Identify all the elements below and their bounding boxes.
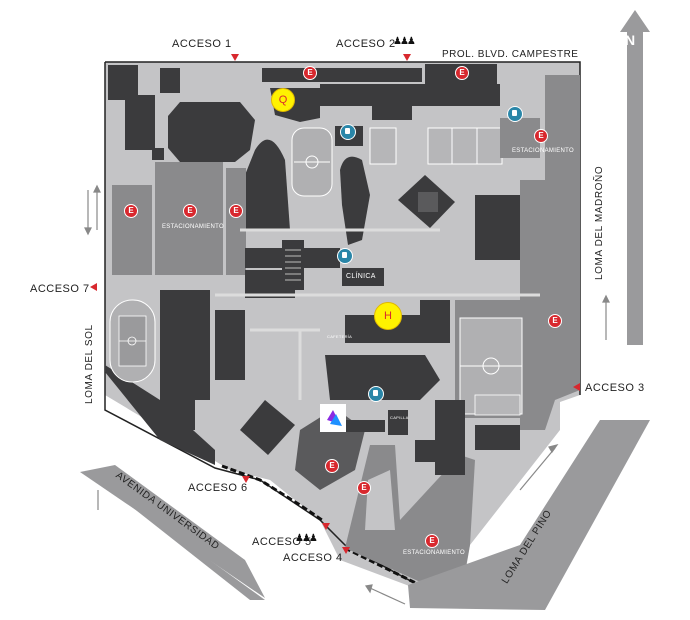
building-nw-curve xyxy=(245,139,290,230)
acceso-5-label: ACCESO 5 xyxy=(252,536,312,548)
building-top-3 xyxy=(320,84,500,106)
parking-left-2 xyxy=(155,162,223,275)
parking-e-icon[interactable]: E xyxy=(229,204,243,218)
parking-left-1 xyxy=(112,185,152,275)
parking-e-icon[interactable]: E xyxy=(534,129,548,143)
acceso-2-label: ACCESO 2 xyxy=(336,38,396,50)
loma-del-sol-label: LOMA DEL SOL xyxy=(84,324,95,404)
access-pin-icon xyxy=(231,54,239,61)
building-south-5 xyxy=(345,420,385,432)
parking-bottom-island xyxy=(365,470,395,530)
access-pin-icon xyxy=(342,547,350,554)
parking-left-3 xyxy=(226,168,246,275)
building-east-1 xyxy=(475,195,520,260)
building-south-4 xyxy=(475,425,520,450)
prol-blvd-campestre-label: PROL. BLVD. CAMPESTRE xyxy=(442,49,579,60)
building-west-1 xyxy=(160,290,210,400)
parking-e-icon[interactable]: E xyxy=(124,204,138,218)
acceso-4-label: ACCESO 4 xyxy=(283,552,343,564)
campus-perimeter-fence-2 xyxy=(344,546,461,607)
access-pin-icon xyxy=(403,54,411,61)
building-south-2 xyxy=(435,400,465,475)
access-pin-icon xyxy=(322,523,330,530)
acceso-7-label: ACCESO 7 xyxy=(30,283,90,295)
building-ne-1 xyxy=(500,118,540,158)
building-clinica xyxy=(342,268,384,286)
building-nw-1 xyxy=(108,65,138,100)
restroom-icon[interactable] xyxy=(507,106,523,122)
estacionamiento-left-label: ESTACIONAMIENTO xyxy=(162,224,224,230)
acceso-6-label: ACCESO 6 xyxy=(188,482,248,494)
north-arrow-icon: N xyxy=(625,32,636,48)
restroom-icon[interactable] xyxy=(340,124,356,140)
building-south-1 xyxy=(325,355,440,400)
parking-e-icon[interactable]: E xyxy=(325,459,339,473)
parking-right xyxy=(520,75,580,430)
building-nw-2 xyxy=(125,95,155,150)
access-pin-icon xyxy=(242,476,250,483)
acceso-3-label: ACCESO 3 xyxy=(585,382,645,394)
building-south-3 xyxy=(415,440,455,462)
courts-north xyxy=(369,127,503,165)
road-arrow-southeast xyxy=(408,420,650,610)
parking-e-icon[interactable]: E xyxy=(357,481,371,495)
courts-south xyxy=(474,394,521,416)
building-south-diamond xyxy=(240,400,295,455)
building-west-3 xyxy=(160,390,195,430)
building-south-6 xyxy=(388,410,408,435)
building-h-2 xyxy=(420,300,450,325)
building-small-1 xyxy=(152,148,164,160)
road-arrow-east xyxy=(620,10,650,345)
pathways xyxy=(215,228,540,400)
building-tag-1: CAFETERÍA xyxy=(327,334,353,339)
estacionamiento-bottom-label: ESTACIONAMIENTO xyxy=(403,550,465,556)
parking-e-icon[interactable]: E xyxy=(303,66,317,80)
restroom-icon[interactable] xyxy=(368,386,384,402)
marker-h[interactable]: H xyxy=(374,302,402,330)
building-west-2 xyxy=(215,310,245,380)
restroom-icon: ♟♟♟ xyxy=(295,533,318,544)
loma-del-madrono-label: LOMA DEL MADROÑO xyxy=(594,165,605,280)
building-central-curve xyxy=(340,156,370,245)
access-pin-icon xyxy=(90,283,97,291)
estacionamiento-right-label: ESTACIONAMIENTO xyxy=(512,148,574,154)
building-top-1 xyxy=(262,68,422,82)
building-tag-2: CAPILLA xyxy=(390,415,409,420)
campus-perimeter-fence xyxy=(221,464,323,522)
access-pin-icon xyxy=(573,383,580,391)
building-nw-oct xyxy=(168,102,255,162)
clinica-label: CLÍNICA xyxy=(346,273,376,280)
road-arrow-southwest-wide xyxy=(80,465,265,598)
marker-q[interactable]: Q xyxy=(271,88,295,112)
building-central-4 xyxy=(282,240,304,290)
direction-arrows xyxy=(84,184,610,605)
parking-e-icon[interactable]: E xyxy=(183,204,197,218)
restroom-icon[interactable] xyxy=(337,248,353,264)
restroom-icon: ♟♟♟ xyxy=(393,36,416,47)
acceso-1-label: ACCESO 1 xyxy=(172,38,232,50)
building-nw-3 xyxy=(160,68,180,93)
parking-e-icon[interactable]: E xyxy=(548,314,562,328)
parking-e-icon[interactable]: E xyxy=(455,66,469,80)
parking-e-icon[interactable]: E xyxy=(425,534,439,548)
building-top-4 xyxy=(372,102,412,120)
